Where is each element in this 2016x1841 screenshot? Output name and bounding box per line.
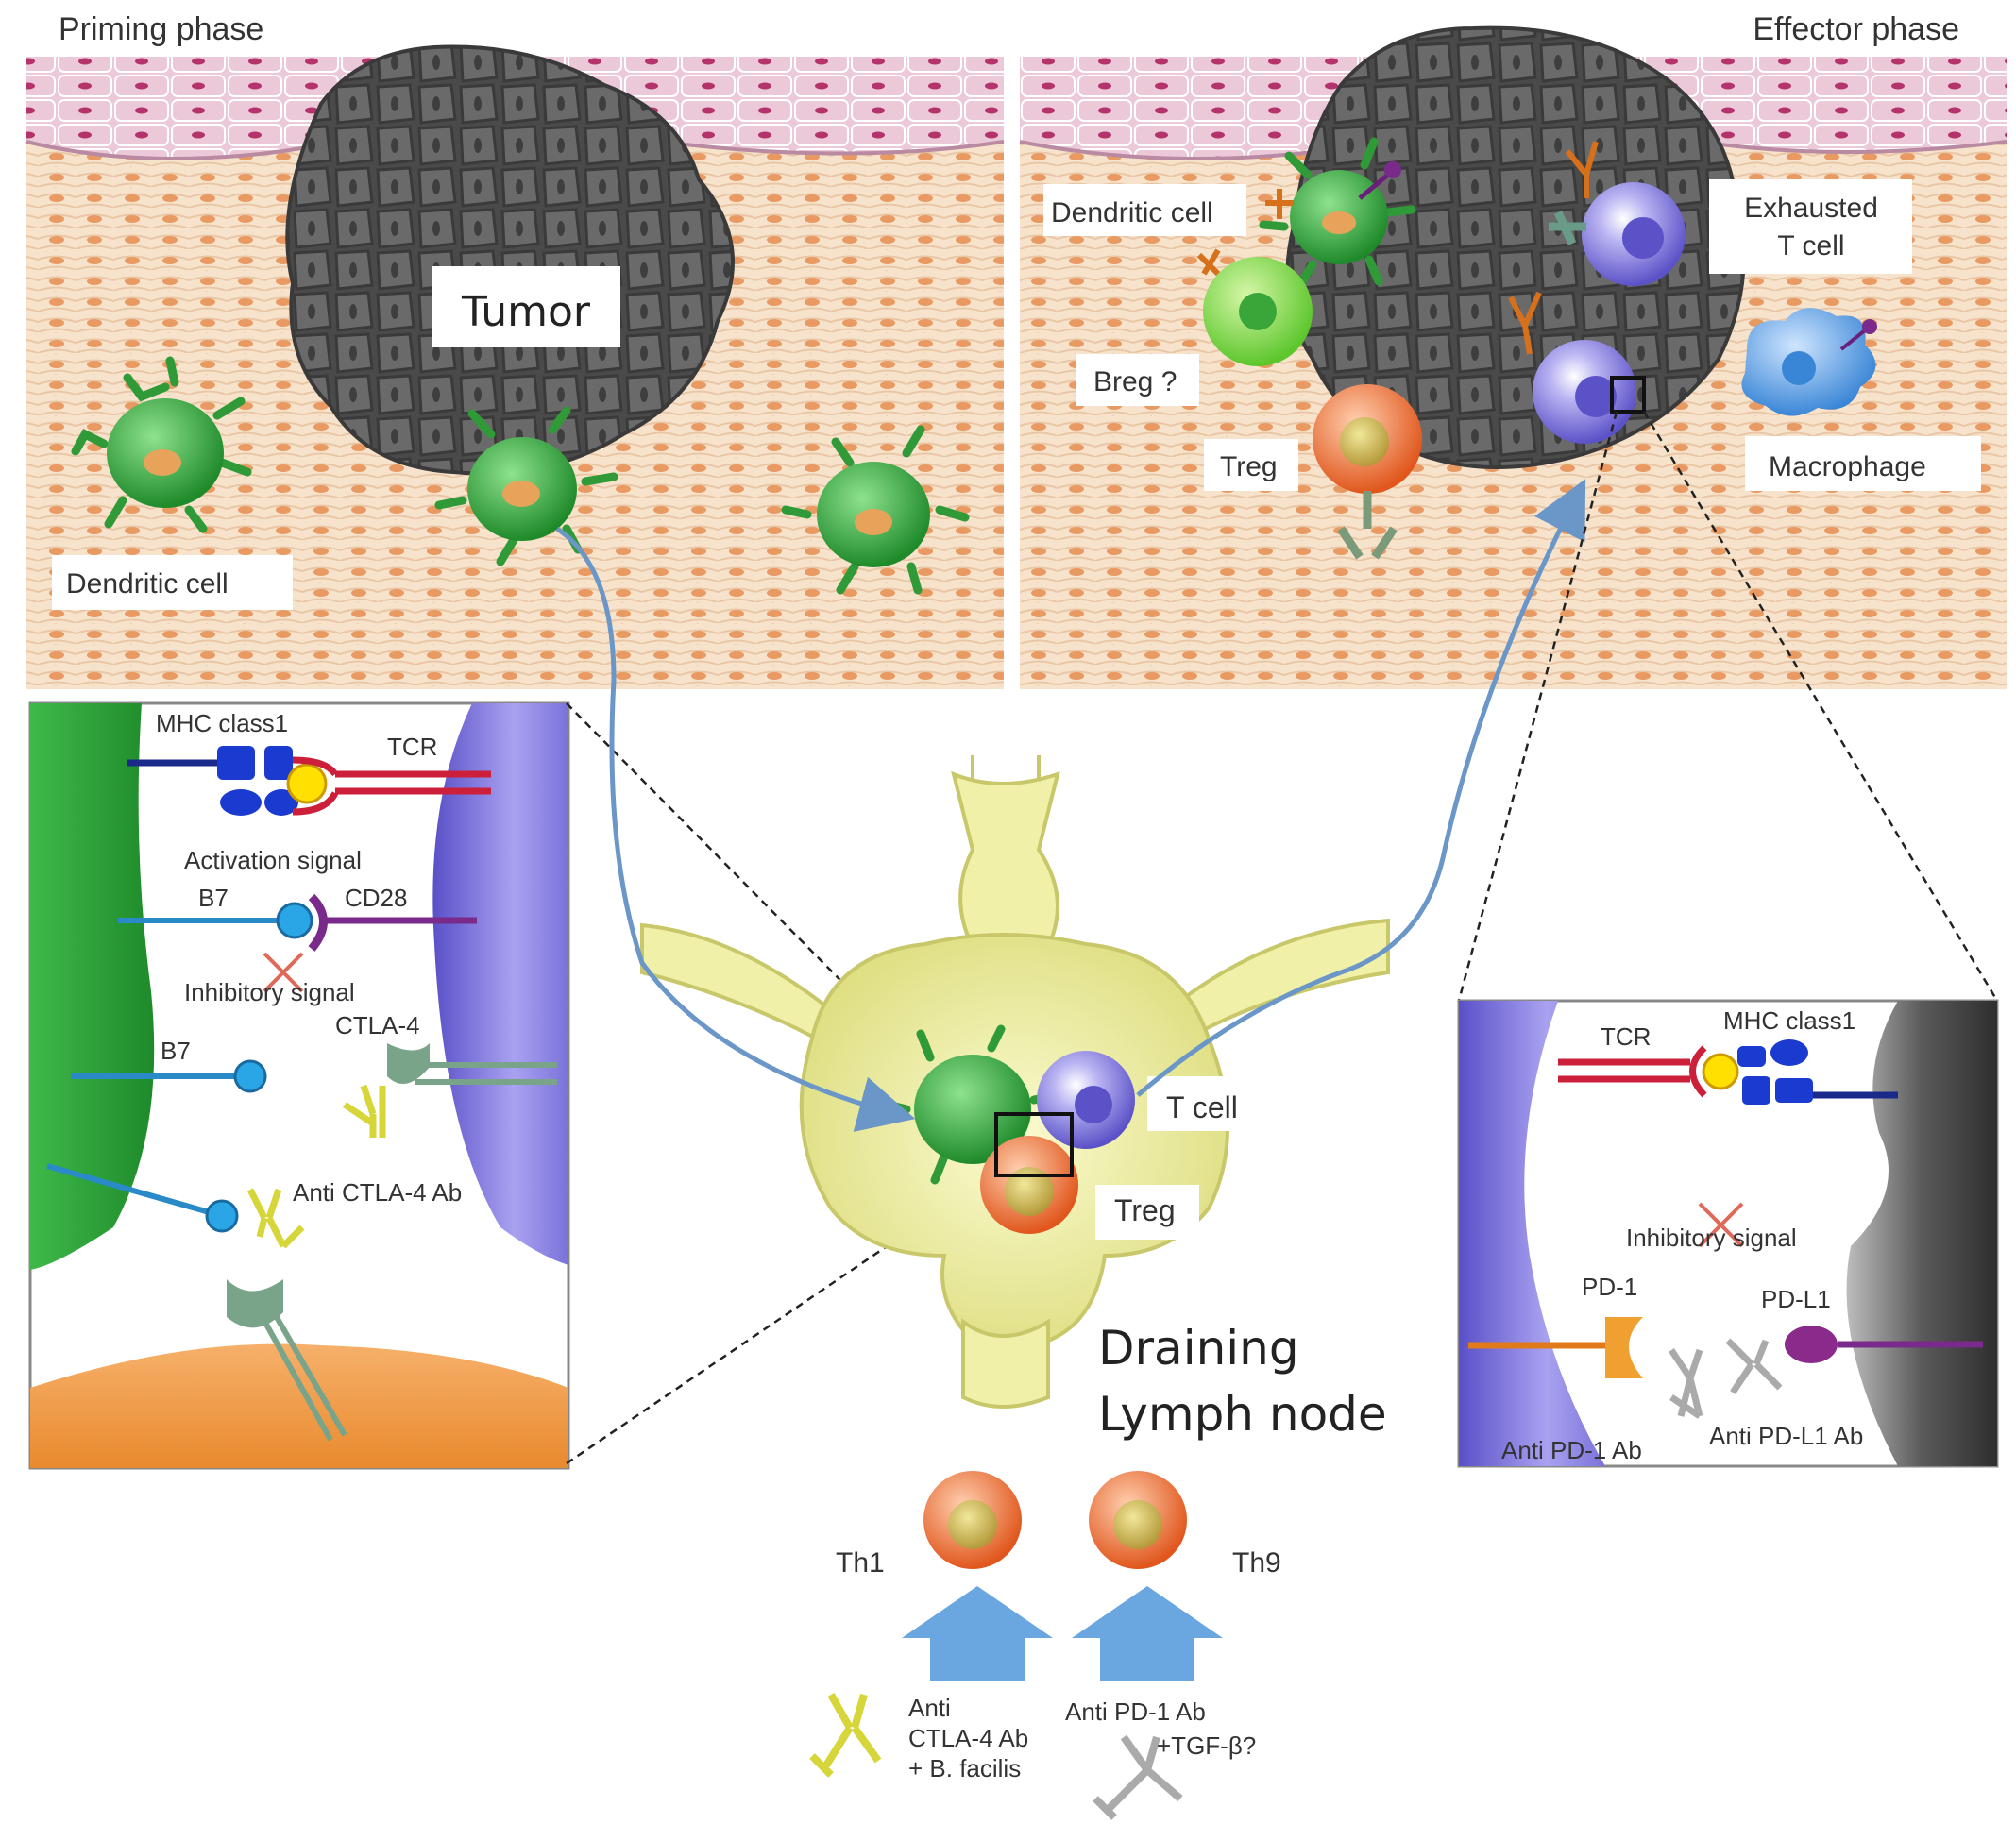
exhausted-label-line2: T cell bbox=[1777, 230, 1844, 262]
lymph-treg-label: Treg bbox=[1114, 1193, 1176, 1227]
macrophage-label: Macrophage bbox=[1769, 451, 1926, 482]
dendritic-cell-effector-label: Dendritic cell bbox=[1051, 197, 1213, 228]
dendritic-cell-effector bbox=[1259, 137, 1416, 288]
th-cells-section: Th1 Th9 Anti CTLA-4 Ab + B. facilis Anti… bbox=[809, 1471, 1281, 1820]
lymph-t-cell-label: T cell bbox=[1166, 1090, 1238, 1124]
lymph-title-line1: Draining bbox=[1098, 1321, 1299, 1376]
breg-cell bbox=[1196, 248, 1313, 366]
right-zoom-line-left bbox=[1457, 411, 1618, 1002]
bottom-left-line3: + B. facilis bbox=[908, 1754, 1021, 1782]
dendritic-cell-left bbox=[71, 356, 252, 533]
macrophage bbox=[1741, 308, 1877, 416]
pd1-label: PD-1 bbox=[1582, 1273, 1637, 1301]
th1-label: Th1 bbox=[836, 1547, 885, 1579]
lymph-node: T cell Treg Draining Lymph node bbox=[640, 755, 1390, 1442]
bottom-right-line2: +TGF-β? bbox=[1157, 1731, 1256, 1760]
dendritic-cell-right bbox=[781, 425, 970, 595]
exhausted-t-cell-bottom bbox=[1508, 291, 1636, 444]
effector-phase-label: Effector phase bbox=[1753, 11, 1959, 47]
exhausted-t-cell-top bbox=[1549, 141, 1686, 286]
exhausted-label-line1: Exhausted bbox=[1744, 193, 1878, 224]
anti-ctla4-antibody-icon bbox=[809, 1693, 882, 1778]
breg-label: Breg ? bbox=[1093, 366, 1177, 397]
pdl1-label: PD-L1 bbox=[1761, 1285, 1831, 1313]
th1-arrow bbox=[902, 1586, 1053, 1681]
priming-phase-label: Priming phase bbox=[59, 11, 263, 47]
treg-effector-label: Treg bbox=[1220, 451, 1278, 482]
bottom-left-line2: CTLA-4 Ab bbox=[908, 1724, 1028, 1752]
left-mhc-class1-label: MHC class1 bbox=[156, 709, 288, 737]
cd28-label: CD28 bbox=[345, 884, 407, 912]
anti-pd1-antibody-icon bbox=[1093, 1734, 1183, 1820]
left-b7-top-label: B7 bbox=[198, 884, 229, 912]
effector-panel: Dendritic cell Breg ? Treg Exhausted T c… bbox=[1019, 25, 2008, 689]
activation-signal-label: Activation signal bbox=[184, 846, 362, 874]
lymph-title-line2: Lymph node bbox=[1098, 1387, 1387, 1442]
anti-pdl1-ab-label: Anti PD-L1 Ab bbox=[1709, 1422, 1863, 1450]
right-zoom-line-right bbox=[1642, 411, 1999, 1002]
anti-pd1-ab-label: Anti PD-1 Ab bbox=[1501, 1436, 1642, 1464]
effector-zoom-box bbox=[1610, 376, 1646, 414]
left-b7-bottom-label: B7 bbox=[161, 1037, 191, 1065]
arrow-tumor-to-node bbox=[555, 526, 916, 1132]
ctla4-label: CTLA-4 bbox=[335, 1011, 420, 1039]
right-inset: TCR MHC class1 Inhibitory signal PD-1 PD… bbox=[1457, 999, 1999, 1468]
arrow-node-to-tumor bbox=[1136, 479, 1586, 1097]
th9-label: Th9 bbox=[1232, 1547, 1281, 1579]
th9-arrow bbox=[1072, 1586, 1223, 1681]
left-tcr-label: TCR bbox=[387, 733, 437, 761]
treg-cell-effector bbox=[1313, 384, 1422, 560]
dendritic-cell-label: Dendritic cell bbox=[66, 568, 229, 600]
right-inhibitory-signal-label: Inhibitory signal bbox=[1626, 1224, 1797, 1252]
bottom-right-line1: Anti PD-1 Ab bbox=[1065, 1697, 1206, 1726]
lymph-zoom-box bbox=[994, 1112, 1074, 1177]
right-mhc-class1-label: MHC class1 bbox=[1723, 1006, 1855, 1035]
tumor-mass bbox=[285, 44, 735, 476]
right-tcr-label: TCR bbox=[1601, 1022, 1651, 1051]
anti-ctla4-ab-label: Anti CTLA-4 Ab bbox=[293, 1178, 462, 1207]
priming-panel: Tumor Dendritic cell bbox=[25, 44, 1005, 689]
tumor-label: Tumor bbox=[461, 288, 591, 336]
left-inset: MHC class1 TCR Activation signal B7 CD28… bbox=[28, 701, 570, 1470]
left-inhibitory-signal-label: Inhibitory signal bbox=[184, 978, 355, 1006]
bottom-left-line1: Anti bbox=[908, 1694, 951, 1722]
